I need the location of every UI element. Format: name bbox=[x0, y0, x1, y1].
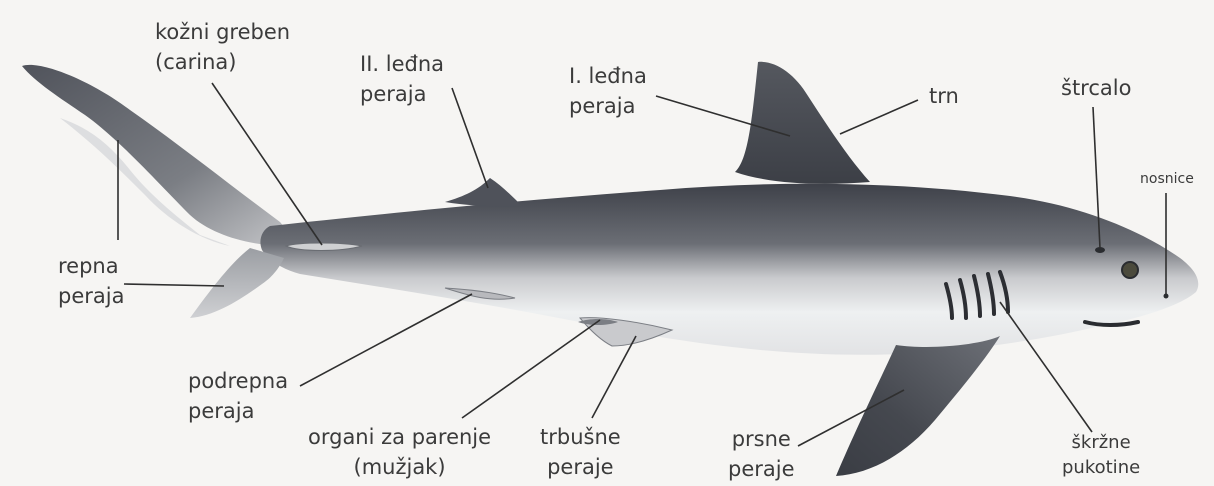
label-first-dorsal-fin: I. leđna peraja bbox=[569, 61, 647, 121]
label-pectoral-fins: prsne peraje bbox=[728, 424, 795, 484]
leader-claspers bbox=[462, 320, 600, 418]
first-dorsal-fin bbox=[735, 62, 870, 184]
label-gill-slits: škržne pukotine bbox=[1062, 430, 1140, 480]
shark-body bbox=[260, 184, 1198, 355]
label-anal-fin: podrepna peraja bbox=[188, 366, 288, 426]
leader-caudal-lower bbox=[124, 284, 224, 286]
label-second-dorsal-fin: II. leđna peraja bbox=[360, 49, 444, 109]
eye bbox=[1122, 262, 1138, 278]
label-spine: trn bbox=[929, 81, 959, 111]
label-pelvic-fins: trbušne peraje bbox=[540, 422, 621, 482]
label-caudal-fin: repna peraja bbox=[58, 251, 124, 311]
second-dorsal-fin bbox=[445, 178, 522, 206]
label-carina: kožni greben (carina) bbox=[155, 17, 290, 77]
pectoral-fin bbox=[836, 336, 1000, 476]
label-nostrils: nosnice bbox=[1140, 170, 1194, 188]
leader-second-dorsal bbox=[452, 88, 488, 188]
leader-anal bbox=[300, 294, 472, 386]
leader-pelvic bbox=[592, 336, 636, 418]
label-spiracle: štrcalo bbox=[1061, 73, 1131, 103]
nostril-mark bbox=[1164, 294, 1169, 299]
caudal-fin-lower-lobe bbox=[190, 248, 284, 318]
label-claspers: organi za parenje (mužjak) bbox=[308, 422, 491, 482]
leader-spine bbox=[840, 100, 918, 134]
caudal-fin-upper-lobe bbox=[22, 65, 300, 246]
